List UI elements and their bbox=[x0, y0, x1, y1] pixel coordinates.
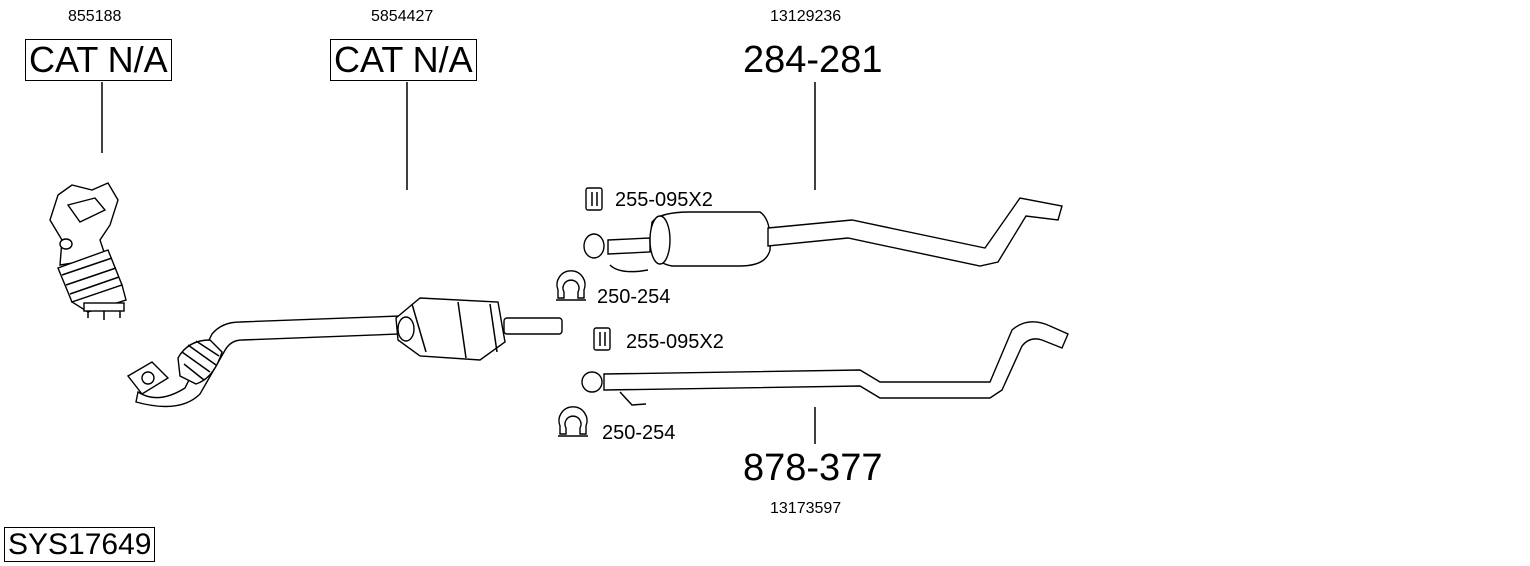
rubber-mount-icon-top bbox=[585, 187, 603, 211]
manifold-part-label[interactable]: CAT N/A bbox=[25, 39, 172, 81]
rear-pipe-part-label[interactable]: 878-377 bbox=[743, 447, 883, 489]
rear-silencer-part[interactable] bbox=[583, 197, 1063, 273]
silencer-oe-number: 13129236 bbox=[770, 8, 842, 25]
manifold-catalyst-part[interactable] bbox=[49, 182, 127, 320]
rubber-mount-icon-bottom bbox=[593, 327, 611, 351]
manifold-oe-number: 855188 bbox=[68, 8, 122, 25]
rear-pipe-part[interactable] bbox=[581, 321, 1069, 406]
pipe-clamp-icon-bottom bbox=[558, 406, 588, 437]
silencer-part-label[interactable]: 284-281 bbox=[743, 39, 883, 81]
catalytic-converter-part[interactable] bbox=[126, 297, 563, 408]
pipe-clamp-icon-top bbox=[556, 270, 586, 301]
catalyst-part-label[interactable]: CAT N/A bbox=[330, 39, 477, 81]
rubber-mount-bottom-label[interactable]: 255-095X2 bbox=[626, 331, 724, 353]
rear-pipe-oe-number: 13173597 bbox=[770, 500, 842, 517]
rubber-mount-top-label[interactable]: 255-095X2 bbox=[615, 189, 713, 211]
catalyst-oe-number: 5854427 bbox=[371, 8, 434, 25]
clamp-top-label[interactable]: 250-254 bbox=[597, 286, 671, 308]
clamp-bottom-label[interactable]: 250-254 bbox=[602, 422, 676, 444]
system-id-label: SYS17649 bbox=[4, 527, 156, 562]
